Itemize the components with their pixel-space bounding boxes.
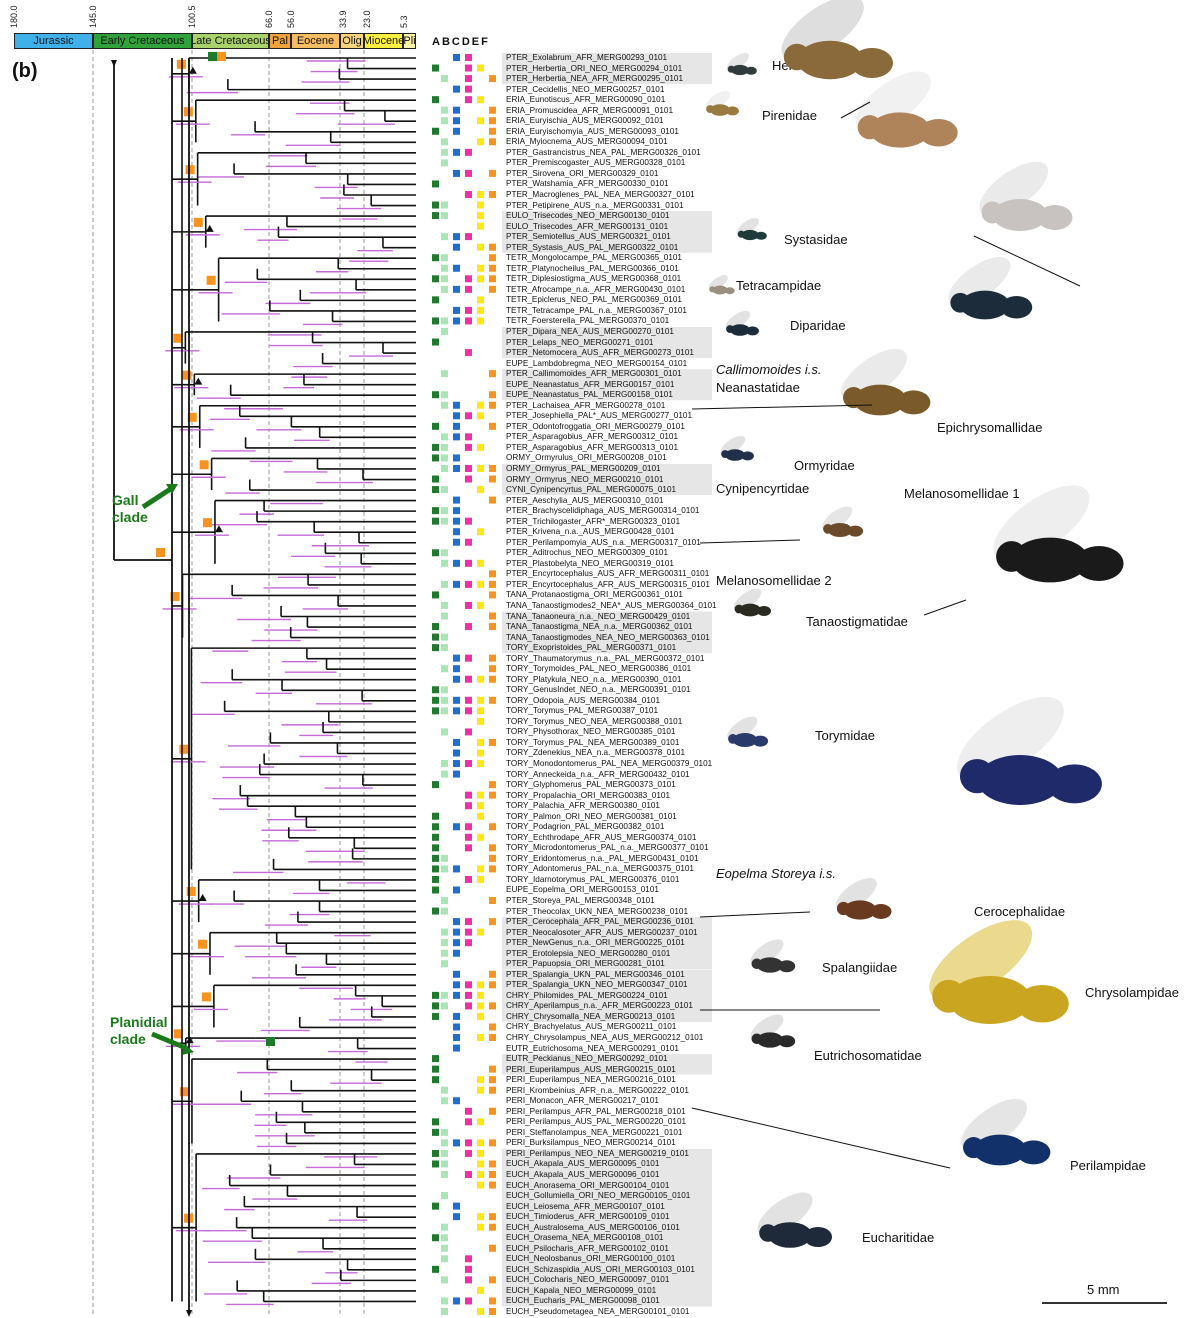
specimen-head — [728, 66, 735, 73]
specimen-abdomen — [1075, 546, 1124, 581]
leader-line — [692, 405, 872, 409]
specimen-abdomen — [1047, 764, 1102, 803]
specimen-abdomen — [757, 606, 771, 616]
leader-line — [700, 540, 800, 543]
specimen-head — [721, 450, 729, 458]
specimen-head — [823, 524, 833, 534]
specimen-head — [728, 734, 738, 744]
specimen-abdomen — [919, 119, 958, 147]
specimen-abdomen — [1017, 1140, 1051, 1164]
specimen-head — [752, 959, 763, 970]
specimen-abdomen — [725, 287, 735, 294]
specimen-abdomen — [756, 232, 767, 240]
specimen-head — [709, 286, 715, 292]
specimen-head — [996, 541, 1027, 572]
specimen-abdomen — [746, 326, 759, 335]
leader-line — [924, 600, 966, 615]
specimen-head — [759, 1224, 777, 1242]
specimen-abdomen — [1016, 985, 1069, 1023]
specimen-abdomen — [804, 1227, 832, 1247]
specimen-head — [982, 202, 1004, 224]
specimen-abdomen — [871, 904, 892, 919]
specimen-abdomen — [1001, 296, 1033, 319]
leader-line — [700, 912, 810, 917]
specimen-abdomen — [753, 736, 768, 747]
specimen-abdomen — [746, 67, 757, 75]
specimen-abdomen — [1038, 205, 1073, 230]
leader-line — [692, 1108, 950, 1168]
specimen-abdomen — [848, 526, 863, 537]
specimen-head — [858, 115, 882, 139]
specimen-head — [784, 44, 810, 70]
specimen-head — [932, 980, 965, 1013]
specimen-abdomen — [741, 451, 754, 460]
specimen-abdomen — [778, 1035, 795, 1047]
specimen-head — [963, 1137, 984, 1158]
specimen-abdomen — [851, 48, 893, 78]
specimen-head — [837, 902, 850, 915]
specimen-abdomen — [778, 960, 795, 972]
specimen-abdomen — [897, 390, 931, 414]
specimen-head — [950, 293, 970, 313]
specimen-head — [738, 231, 745, 238]
specimen-head — [726, 325, 734, 333]
specimen-abdomen — [726, 106, 739, 115]
specimen-head — [735, 605, 744, 614]
specimen-head — [752, 1034, 763, 1045]
specimen-head — [960, 759, 994, 793]
specimen-head — [706, 105, 714, 113]
